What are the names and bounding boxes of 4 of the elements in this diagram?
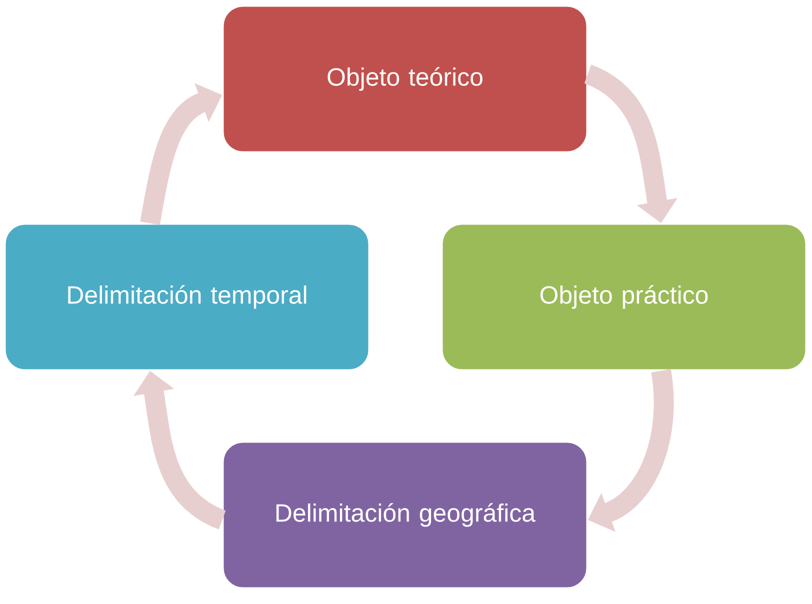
process-box: Delimitación temporal xyxy=(4,223,370,371)
process-box: Objeto práctico xyxy=(441,223,807,371)
process-box: Objeto teórico xyxy=(222,5,588,153)
process-box: Delimitación geográfica xyxy=(222,441,588,589)
